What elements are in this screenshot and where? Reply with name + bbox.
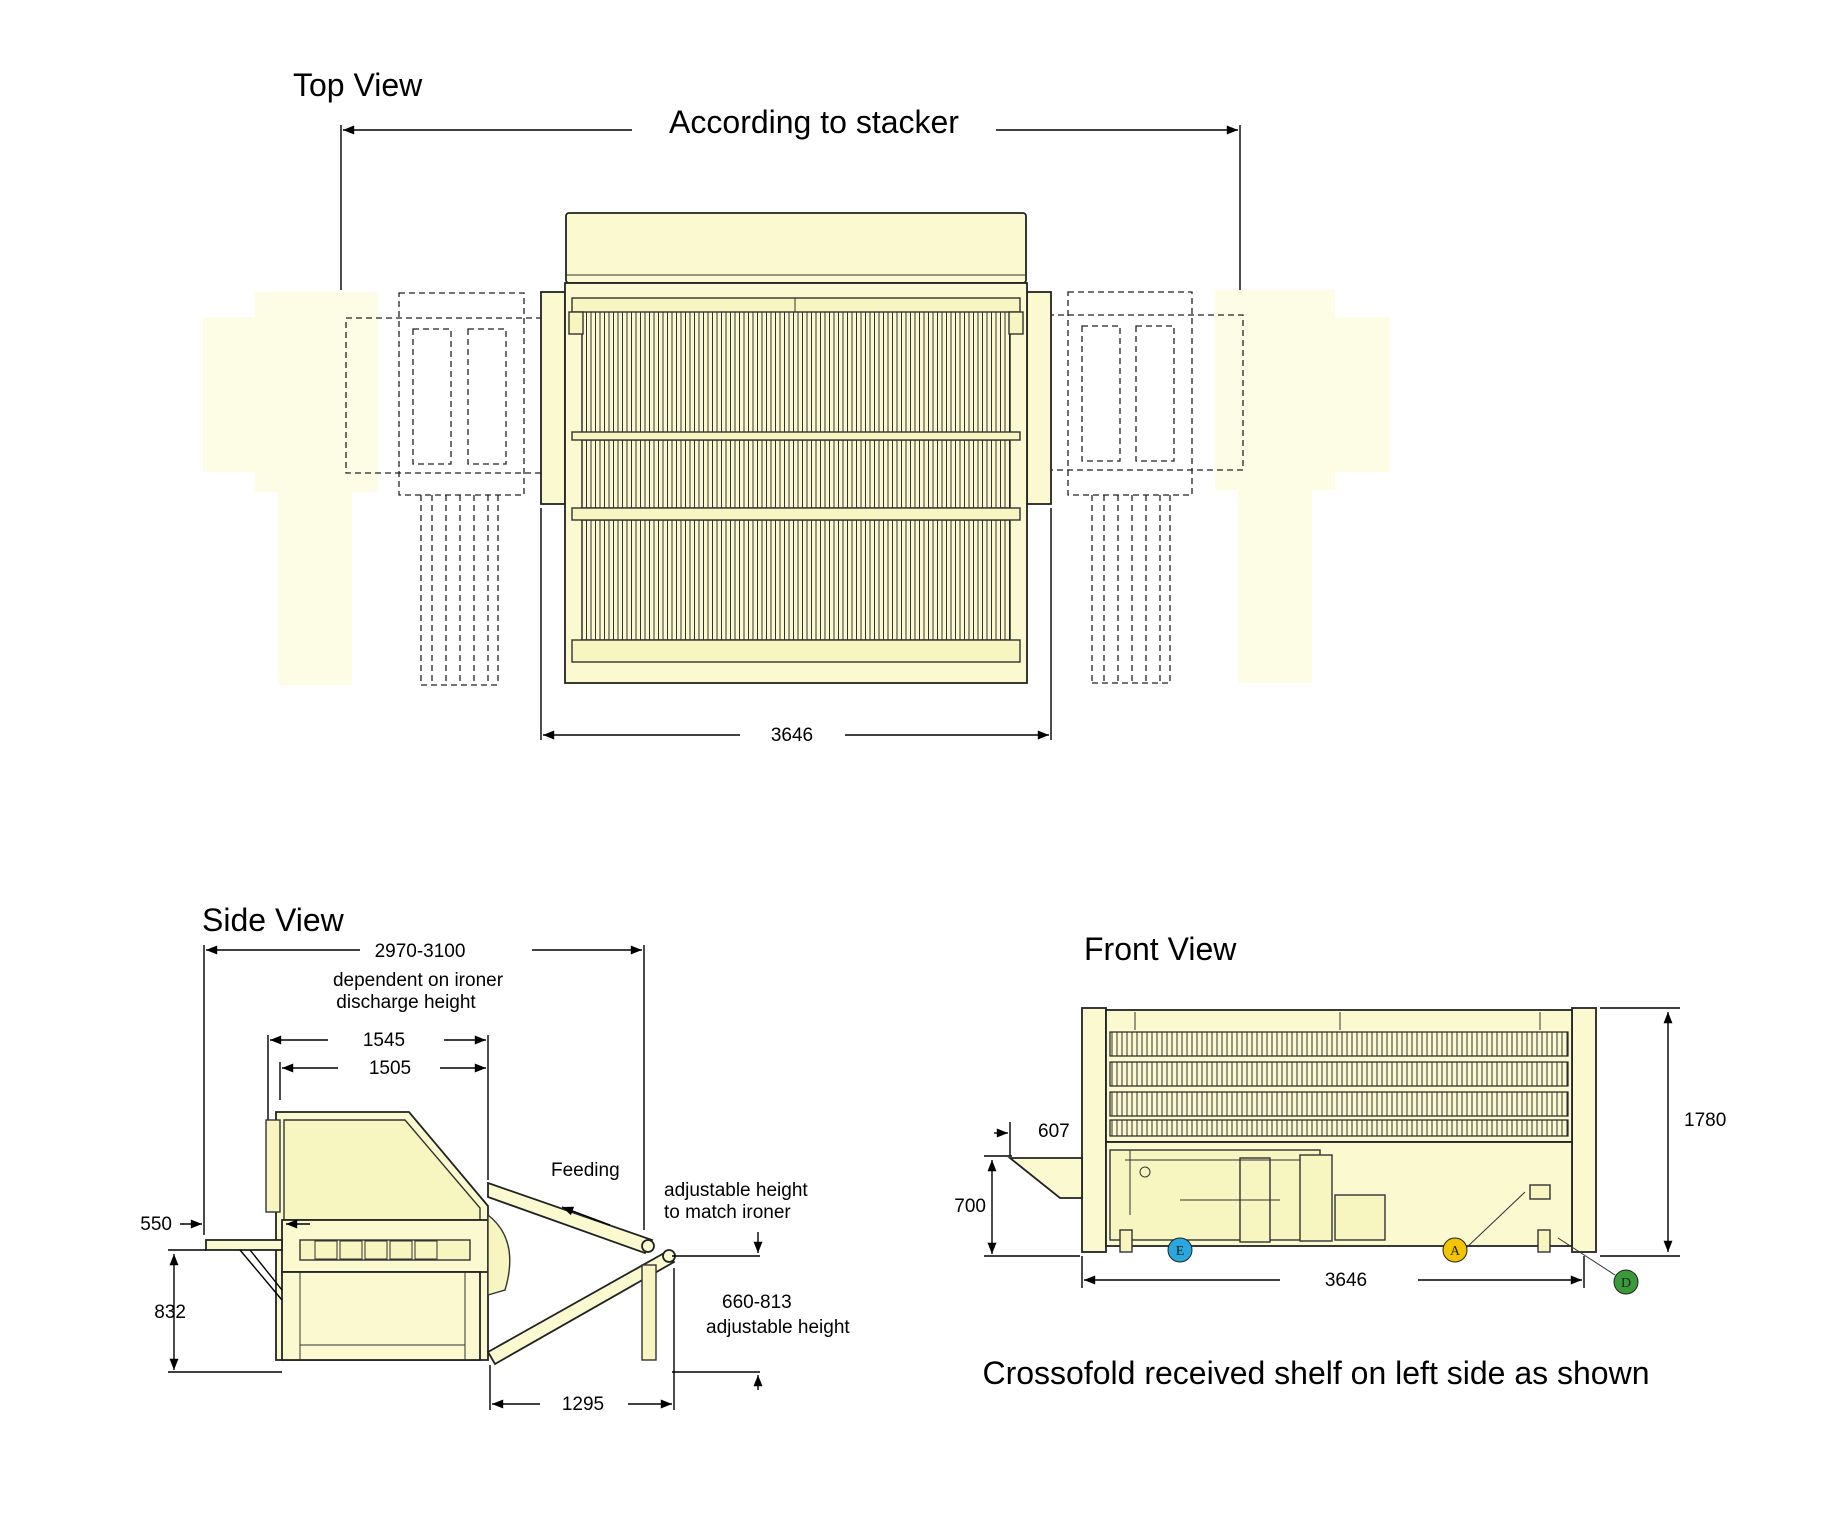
side-overall-dimension: 2970-3100 dependent on ironer discharge …: [203, 941, 645, 1235]
dim-550: 550: [140, 1214, 172, 1235]
adjustable-note-1: adjustable height: [664, 1180, 808, 1201]
dim-607: 607: [1038, 1121, 1070, 1142]
folder-machine-front: [1007, 1007, 1597, 1253]
folder-machine-side: [205, 1111, 676, 1366]
dim-1505: 1505: [369, 1058, 411, 1079]
left-conveyor-outline: [345, 292, 547, 686]
front-width-value: 3646: [1325, 1270, 1367, 1291]
top-view: Top View According to stacker: [203, 67, 1390, 746]
top-width-dimension: 3646: [540, 508, 1052, 746]
side-overall-note-1: dependent on ironer: [333, 970, 504, 991]
marker-D: D: [1557, 1237, 1639, 1295]
stacker-span-label: According to stacker: [669, 104, 959, 140]
side-view: Side View 2970-3100 dependent on ironer …: [140, 902, 850, 1415]
dim-1780-group: 1780: [1600, 1007, 1726, 1257]
front-view-title: Front View: [1084, 931, 1237, 967]
adjustable-note-2: to match ironer: [664, 1202, 791, 1223]
side-view-title: Side View: [202, 902, 345, 938]
dim-832: 832: [154, 1302, 186, 1323]
front-width-dimension: 3646: [1081, 1256, 1585, 1291]
dim-1545: 1545: [363, 1030, 405, 1051]
right-conveyor-outline: [1047, 291, 1244, 684]
front-view: Front View: [954, 931, 1726, 1391]
dim-1295-group: 1295: [489, 1268, 675, 1415]
caption: Crossofold received shelf on left side a…: [982, 1355, 1649, 1391]
dim-832-group: 832: [154, 1249, 282, 1373]
marker-E-label: E: [1176, 1244, 1185, 1259]
feeding-label: Feeding: [551, 1160, 620, 1181]
left-stacker-ghost: [203, 292, 378, 685]
dim-1295: 1295: [562, 1394, 604, 1415]
dim-700-group: 700: [954, 1155, 1080, 1257]
marker-A: A: [1442, 1191, 1526, 1263]
dim-700: 700: [954, 1196, 986, 1217]
range-note: adjustable height: [706, 1317, 850, 1338]
stacker-span-dimension: According to stacker: [340, 104, 1241, 290]
folder-machine-top: [540, 212, 1052, 684]
marker-E: E: [1167, 1237, 1193, 1263]
marker-A-label: A: [1450, 1244, 1461, 1259]
dim-660-813-group: 660-813 adjustable height: [672, 1232, 850, 1390]
top-width-value: 3646: [771, 725, 813, 746]
side-overall-note-2: discharge height: [336, 992, 476, 1013]
top-view-title: Top View: [293, 67, 423, 103]
dim-660-813: 660-813: [722, 1292, 792, 1313]
right-stacker-ghost: [1215, 290, 1390, 683]
marker-D-label: D: [1621, 1276, 1631, 1291]
side-overall-value: 2970-3100: [375, 941, 466, 962]
dim-1780: 1780: [1684, 1110, 1726, 1131]
dim-607-group: 607: [994, 1121, 1070, 1156]
dim-550-group: 550: [140, 1214, 310, 1235]
